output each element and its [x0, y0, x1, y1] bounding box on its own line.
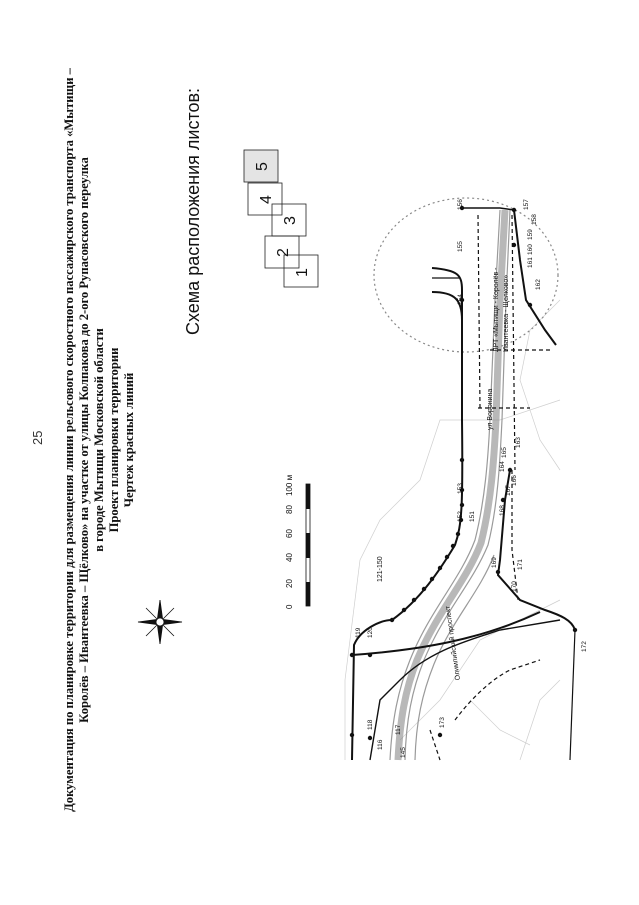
point-label-157: 157: [523, 199, 530, 210]
point-label-169: 169: [491, 557, 498, 568]
sheet-label-3: 3: [282, 216, 299, 225]
line-label-2: Ивантеевка - Щелково»: [503, 275, 510, 352]
scale-tick-100: 100 м: [285, 475, 294, 496]
point-number-labels: 116 117 118 119 120 145 151 152 153 154 …: [355, 199, 588, 758]
scale-tick-80: 80: [285, 505, 294, 514]
red-lines: [351, 207, 576, 761]
scale-tick-40: 40: [285, 553, 294, 562]
point-label-154: 154: [457, 294, 464, 305]
point-label-158: 158: [531, 214, 538, 225]
point-label-116: 116: [377, 739, 384, 750]
background-terrain: [344, 299, 561, 761]
point-label-120: 120: [367, 627, 374, 638]
point-label-152: 152: [457, 511, 464, 522]
roads: [389, 209, 511, 761]
point-label-166: 166: [511, 475, 518, 486]
sheet-box-4: [247, 182, 283, 216]
point-label-156: 156: [457, 199, 464, 210]
point-label-160: 160: [527, 244, 534, 255]
point-label-155: 155: [457, 241, 464, 252]
range-label: 121-150: [377, 556, 384, 582]
point-label-159: 159: [527, 229, 534, 240]
point-label-171: 171: [517, 559, 524, 570]
sheet-label-5: 5: [254, 162, 271, 171]
point-label-117: 117: [395, 724, 402, 735]
point-label-118: 118: [367, 719, 374, 730]
point-label-167: 167: [505, 485, 512, 496]
scale-tick-0: 0: [285, 604, 294, 609]
sheet-layout-scheme: 1 2 3 4 5: [243, 149, 319, 288]
point-label-151: 151: [469, 511, 476, 522]
sheet-label-2: 2: [275, 248, 292, 257]
sheet-box-3: [271, 203, 307, 237]
point-label-173: 173: [439, 717, 446, 728]
point-label-172: 172: [581, 641, 588, 652]
point-label-162: 162: [535, 279, 542, 290]
sheet-box-1: [283, 254, 319, 288]
dashed-lines: [429, 214, 550, 761]
line-label-1: ЛРТ «Мытищи - Королёв -: [493, 267, 500, 352]
compass-rose-icon: [137, 599, 183, 645]
sheet-label-4: 4: [258, 195, 275, 204]
scale-tick-60: 60: [285, 529, 294, 538]
point-label-168: 168: [499, 505, 506, 516]
point-label-119: 119: [355, 627, 362, 638]
point-label-164: 164: [499, 461, 506, 472]
point-label-161: 161: [527, 257, 534, 268]
sheet-label-1: 1: [294, 268, 311, 277]
point-label-163: 163: [515, 437, 522, 448]
turnaround-boundary: [373, 197, 559, 353]
sheet-box-5: [243, 149, 279, 183]
boundary-points: [349, 205, 578, 741]
point-label-170: 170: [511, 581, 518, 592]
point-label-145: 145: [400, 747, 407, 758]
point-label-153: 153: [457, 483, 464, 494]
street-label-voronina: ул Воронина: [487, 389, 494, 430]
scale-tick-20: 20: [285, 579, 294, 588]
rail-track: [394, 209, 509, 761]
scale-bar: 0 20 40 60 80 100 м: [285, 475, 311, 609]
point-label-165: 165: [501, 447, 508, 458]
